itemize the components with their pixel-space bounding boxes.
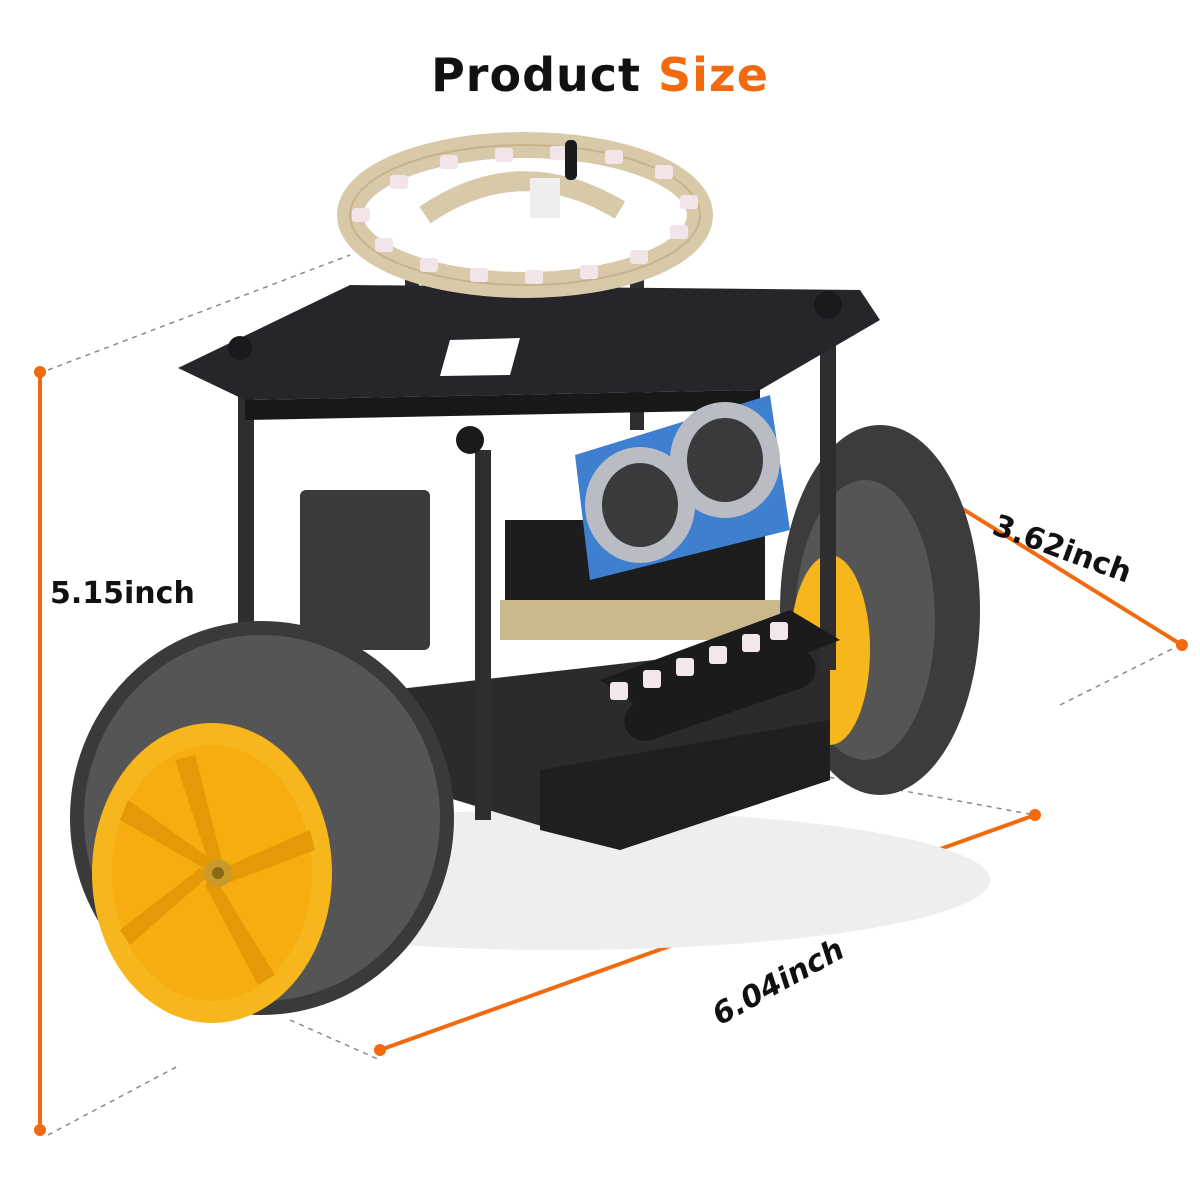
height-label: 5.15inch <box>50 576 195 611</box>
front-wheel <box>70 621 454 1023</box>
led-ring <box>337 132 713 298</box>
depth-dimension-line <box>943 496 1184 647</box>
title-word-product: Product <box>431 48 642 102</box>
page-title: Product Size <box>0 48 1200 102</box>
chassis <box>178 265 880 850</box>
dimension-guides <box>47 254 1181 1136</box>
title-word-size: Size <box>658 48 769 102</box>
ultrasonic-sensor <box>575 395 790 580</box>
led-bar <box>600 610 840 742</box>
